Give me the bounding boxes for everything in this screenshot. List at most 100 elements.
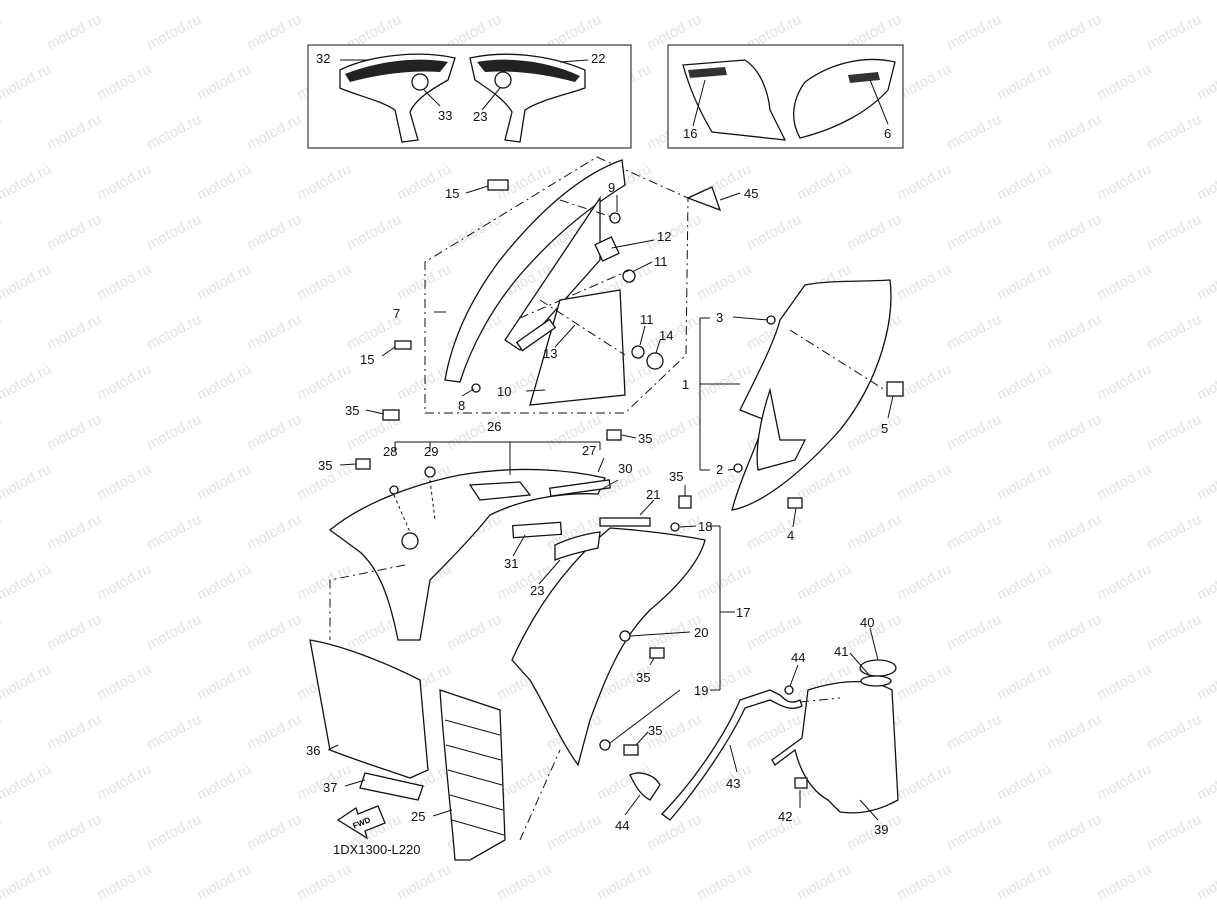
callout-41: 42: [778, 809, 792, 824]
seal-23: [554, 531, 601, 561]
watermark-text: motod.ru: [494, 561, 554, 604]
watermark-text: motod.ru: [0, 11, 4, 54]
scoop-plate-10: [529, 289, 626, 406]
callout-labels: 32 22 33 23 16 6 15 9 45 12 11 11 14 13 …: [306, 51, 891, 837]
callout-45: 45: [744, 186, 758, 201]
watermark-text: motod.ru: [294, 861, 354, 904]
watermark-text: motod.ru: [694, 261, 754, 304]
watermark-text: motod.ru: [594, 0, 654, 4]
lead-11a: [631, 261, 653, 273]
lead-35e: [649, 657, 655, 666]
callout-35c: 35: [638, 431, 652, 446]
watermark-text: motod.ru: [0, 111, 4, 154]
watermark-text: motod.ru: [1094, 661, 1154, 704]
watermark-text: motod.ru: [144, 611, 204, 654]
watermark-text: motod.ru: [94, 861, 154, 904]
lead-28: [597, 457, 605, 473]
watermark-text: motod.ru: [244, 211, 304, 254]
watermark-text: motod.ru: [1194, 861, 1217, 904]
watermark-text: motod.ru: [44, 211, 104, 254]
callout-15: 15: [360, 352, 374, 367]
watermark-text: motod.ru: [744, 611, 804, 654]
lead-45: [719, 192, 741, 201]
watermark-text: motod.ru: [1144, 411, 1204, 454]
watermark-text: motod.ru: [1094, 761, 1154, 804]
bolt-35b: [382, 409, 400, 421]
watermark-text: motod.ru: [144, 311, 204, 354]
shroud-18: [511, 527, 706, 767]
watermark-text: motod.ru: [844, 211, 904, 254]
watermark-text: motod.ru: [694, 861, 754, 904]
holder-44: [629, 772, 661, 801]
watermark-text: motod.ru: [794, 561, 854, 604]
callout-12: 12: [657, 229, 671, 244]
callout-6: 6: [884, 126, 891, 141]
watermark-text: motod.ru: [1044, 811, 1104, 854]
watermark-text: motod.ru: [94, 161, 154, 204]
collar-11b: [631, 345, 645, 359]
callout-23: 23: [530, 583, 544, 598]
shroud-graphic-left-stripes: [345, 59, 448, 82]
nut-8: [471, 383, 481, 393]
callout-40: 41: [834, 644, 848, 659]
watermark-text: motod.ru: [0, 661, 54, 704]
watermark-text: motod.ru: [594, 861, 654, 904]
side-graphic-left: [682, 59, 787, 141]
watermark-text: motod.ru: [944, 711, 1004, 754]
callout-11b: 11: [640, 312, 654, 327]
watermark-text: motod.ru: [1144, 611, 1204, 654]
watermark-text: motod.ru: [994, 561, 1054, 604]
lead-27-bracket: [394, 441, 601, 475]
watermark-text: motod.ru: [244, 11, 304, 54]
bolt-35f: [623, 744, 639, 756]
lead-18-bracket: [710, 525, 735, 691]
watermark-text: motod.ru: [1094, 461, 1154, 504]
callout-14: 14: [659, 328, 673, 343]
callout-9: 9: [608, 180, 615, 195]
watermark-text: motod.ru: [44, 511, 104, 554]
callout-11a: 11: [654, 254, 668, 269]
watermark-text: motod.ru: [944, 811, 1004, 854]
watermark-text: motod.ru: [44, 811, 104, 854]
watermark-text: motod.ru: [894, 0, 954, 4]
watermark-text: motod.ru: [194, 461, 254, 504]
watermark-text: motod.ru: [1094, 0, 1154, 4]
damper-29: [401, 532, 419, 550]
callout-37: 37: [323, 780, 337, 795]
watermark-text: motod.ru: [794, 861, 854, 904]
watermark-text: motod.ru: [94, 761, 154, 804]
lead-14: [655, 339, 661, 354]
lead-32: [512, 534, 526, 557]
watermark-text: motod.ru: [694, 0, 754, 4]
lead-44: [624, 794, 641, 816]
watermark-text: motod.ru: [644, 211, 704, 254]
callout-26: 25: [411, 809, 425, 824]
watermark-text: motod.ru: [944, 511, 1004, 554]
watermark-text: motod.ru: [644, 411, 704, 454]
clamp-43: [784, 685, 794, 695]
scoop-seal-13: [515, 318, 557, 352]
watermark-text: motod.ru: [1144, 111, 1204, 154]
watermark-text: motod.ru: [244, 111, 304, 154]
bolt-41: [794, 777, 808, 789]
watermark-text: motod.ru: [294, 561, 354, 604]
callout-21: 20: [694, 625, 708, 640]
bolt-5: [886, 381, 904, 397]
collar-20: [599, 739, 611, 751]
lead-24: [559, 59, 589, 63]
watermark-text: motod.ru: [94, 361, 154, 404]
bolt-15: [394, 340, 412, 350]
watermark-text: motod.ru: [44, 111, 104, 154]
watermark-text: motod.ru: [44, 611, 104, 654]
watermark-text: motod.ru: [94, 461, 154, 504]
lead-16: [465, 185, 489, 194]
watermark-text: motod.ru: [394, 261, 454, 304]
watermark-text: motod.ru: [244, 811, 304, 854]
lead-12: [611, 239, 655, 249]
lead-1-bracket: [699, 317, 740, 471]
watermark-text: motod.ru: [0, 461, 54, 504]
warning-label-45: [686, 186, 722, 212]
watermark-text: motod.ru: [44, 11, 104, 54]
lead-8: [461, 388, 475, 397]
